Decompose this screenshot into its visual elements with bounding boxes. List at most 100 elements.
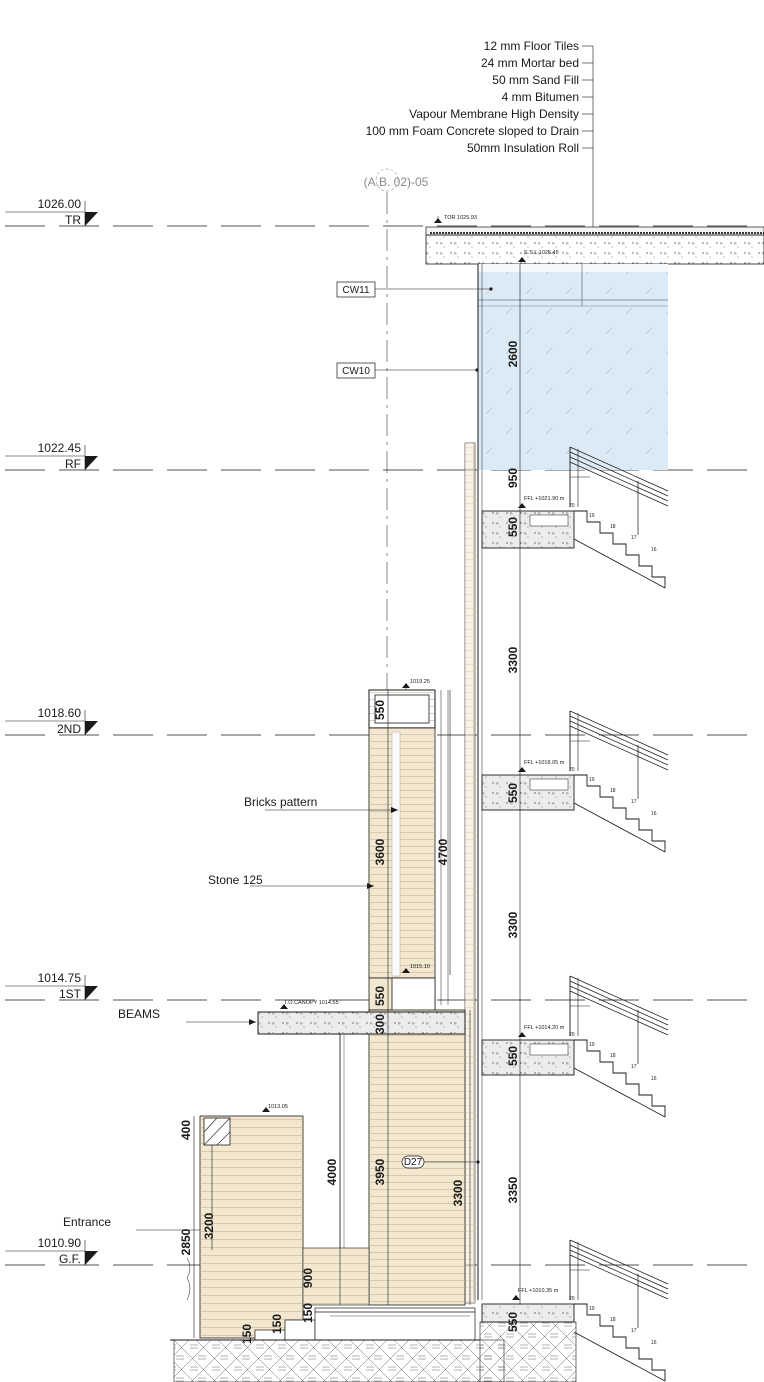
- entrance-steps: [254, 1307, 476, 1341]
- dim-4700: 4700: [436, 838, 450, 865]
- roof-layer-notes: 12 mm Floor Tiles 24 mm Mortar bed 50 mm…: [366, 39, 594, 234]
- tag-label: CW10: [342, 366, 370, 377]
- handrail: [569, 1249, 669, 1295]
- dim-550: 550: [506, 1046, 520, 1066]
- dim-2850: 2850: [179, 1228, 193, 1255]
- handrail: [569, 456, 669, 502]
- spot-level-canopy: T.O.CANOPY 1014.55: [284, 1000, 339, 1006]
- roof-layer-label: 50 mm Sand Fill: [492, 73, 579, 87]
- level-value: 1022.45: [38, 441, 82, 455]
- roof-layer-label: 4 mm Bitumen: [502, 90, 579, 104]
- handrail: [569, 446, 669, 492]
- dimension-lines: [193, 264, 521, 1338]
- level-line-1st: 1014.75 1ST: [5, 971, 760, 1001]
- stair-riser-number: 17: [631, 1328, 637, 1334]
- roof-layer-label: 50mm Insulation Roll: [467, 141, 579, 155]
- ffl-label: FFL +1018.05 m: [524, 760, 565, 766]
- floor-slab-gf: FFL +1010.35 m: [481, 1288, 575, 1323]
- level-value: 1014.75: [38, 971, 82, 985]
- handrail: [569, 451, 669, 497]
- spot-level-tor: TOR 1025.93: [444, 215, 477, 221]
- stair-profile: [574, 510, 666, 588]
- dim-950: 950: [506, 468, 520, 488]
- stair-soffit: [573, 802, 666, 853]
- ffl-label: FFL +1010.35 m: [518, 1288, 559, 1294]
- material-notes: Bricks pattern Stone 125 BEAMS Entrance: [63, 795, 398, 1231]
- stair-riser-number: 17: [631, 1064, 637, 1070]
- stair-riser-number: 16: [651, 811, 657, 817]
- level-value: 1010.90: [38, 1236, 82, 1250]
- spot-level-pier-top: 1019.25: [410, 679, 430, 685]
- handrail: [569, 720, 669, 766]
- cw10-tag: CW10: [336, 362, 479, 379]
- dim-550: 550: [506, 517, 520, 537]
- dim-3300: 3300: [451, 1179, 465, 1206]
- level-name: 1ST: [59, 987, 82, 1001]
- handrail: [569, 980, 669, 1026]
- dim-550: 550: [373, 700, 387, 720]
- stair-profile: [574, 1303, 666, 1381]
- roof-layer-label: 12 mm Floor Tiles: [484, 39, 579, 53]
- stair-riser-number: 18: [610, 1053, 616, 1059]
- stair-riser-number: 20: [569, 503, 575, 509]
- handrail: [569, 975, 669, 1021]
- level-name: 2ND: [57, 722, 81, 736]
- dim-900: 900: [301, 1268, 315, 1288]
- dim-550: 550: [373, 986, 387, 1006]
- stair-riser-number: 17: [631, 799, 637, 805]
- dim-300: 300: [373, 1014, 387, 1034]
- handrail: [569, 715, 669, 761]
- stair-soffit: [573, 1331, 666, 1382]
- note-bricks-pattern: Bricks pattern: [244, 795, 317, 809]
- level-line-gf: 1010.90 G.F.: [5, 1236, 760, 1266]
- handrail: [569, 461, 669, 507]
- stair-riser-number: 19: [589, 1042, 595, 1048]
- spot-level-pier-lower: 1015.10: [410, 964, 430, 970]
- note-entrance: Entrance: [63, 1215, 111, 1229]
- stair-riser-number: 16: [651, 1340, 657, 1346]
- handrail: [569, 985, 669, 1031]
- level-value: 1026.00: [38, 197, 82, 211]
- handrail: [569, 1254, 669, 1300]
- note-stone-125: Stone 125: [208, 873, 263, 887]
- stair-riser-number: 19: [589, 777, 595, 783]
- handrail: [569, 1239, 669, 1285]
- stair-riser-number: 16: [651, 547, 657, 553]
- dim-150: 150: [270, 1314, 284, 1334]
- dim-550: 550: [506, 783, 520, 803]
- floor-slab-2nd: FFL +1018.05 m: [481, 760, 575, 811]
- stair-riser-number: 18: [610, 1317, 616, 1323]
- ground-section: [170, 1321, 577, 1382]
- cw11-tag: CW11: [336, 281, 493, 298]
- tag-label: D27: [404, 1157, 423, 1168]
- handrail: [569, 1244, 669, 1290]
- stair-riser-number: 19: [589, 1306, 595, 1312]
- stair-soffit: [573, 1067, 666, 1118]
- spot-level-entrance-top: 1013.05: [268, 1104, 288, 1110]
- dim-3350: 3350: [506, 1176, 520, 1203]
- dim-3600: 3600: [373, 838, 387, 865]
- stair-soffit: [573, 538, 666, 589]
- grid-line: (A.B. 02)-05: [364, 168, 429, 690]
- tag-label: CW11: [342, 285, 369, 296]
- dim-3300: 3300: [506, 646, 520, 673]
- stair-riser-number: 20: [569, 1296, 575, 1302]
- floor-slab-1st: FFL +1014.20 m: [481, 1025, 575, 1076]
- entrance-wall: 1013.05: [186, 1104, 370, 1339]
- level-line-tr: 1026.00 TR: [5, 197, 760, 227]
- grid-reference: (A.B. 02)-05: [364, 175, 429, 189]
- stair-riser-number: 19: [589, 513, 595, 519]
- level-value: 1018.60: [38, 706, 82, 720]
- dim-400: 400: [179, 1120, 193, 1140]
- ffl-label: FFL +1014.20 m: [524, 1025, 565, 1031]
- stair-riser-number: 16: [651, 1076, 657, 1082]
- dim-2600: 2600: [506, 340, 520, 367]
- stair-riser-number: 17: [631, 535, 637, 541]
- spot-level-ssl: S.S.L 1025.45: [524, 250, 559, 256]
- floor-slab-rf: FFL +1021.90 m: [481, 496, 575, 549]
- stair-profile: [574, 774, 666, 852]
- stair-riser-number: 20: [569, 1032, 575, 1038]
- note-beams: BEAMS: [118, 1007, 160, 1021]
